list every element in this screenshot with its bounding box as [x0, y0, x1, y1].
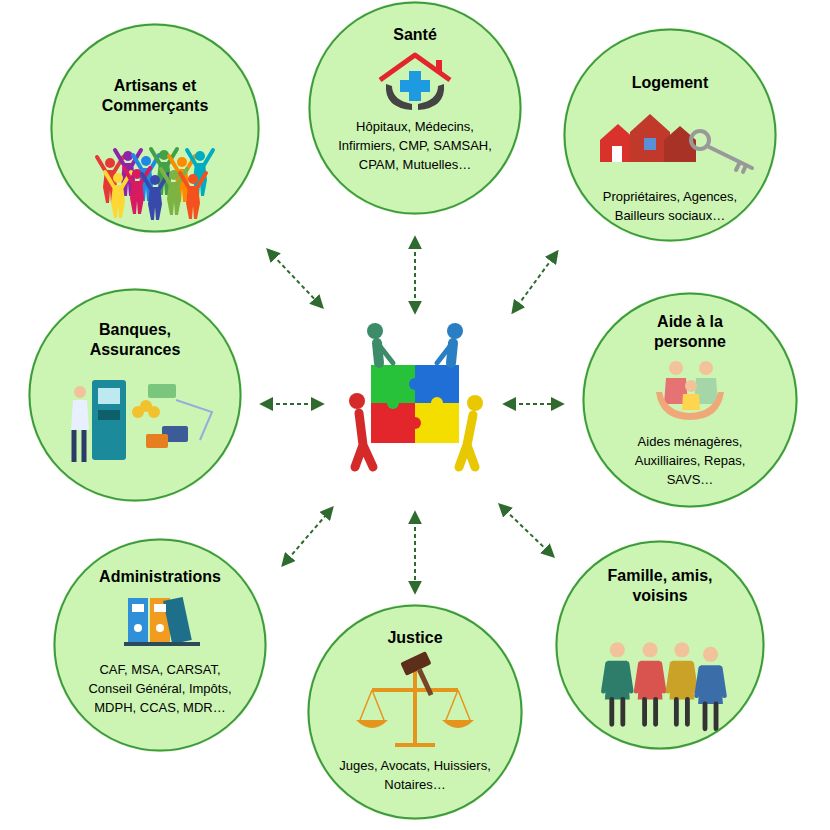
housing-icon: [600, 114, 752, 172]
health-icon: [380, 55, 450, 110]
circle-body: Juges, Avocats, Huissiers, Notaires…: [335, 756, 495, 794]
admin-circle: AdministrationsCAF, MSA, CARSAT, Conseil…: [53, 538, 267, 752]
trades-circle: Artisans et Commerçants: [50, 23, 260, 233]
family-icon: [604, 642, 725, 729]
bank-circle: Banques, Assurances: [28, 288, 242, 502]
bank-icon: [71, 380, 212, 462]
care-circle: Aide à la personneAides ménagères, Auxil…: [582, 292, 798, 508]
people-icon: [97, 149, 213, 220]
circle-body: Hôpitaux, Médecins, Infirmiers, CMP, SAM…: [329, 117, 501, 174]
care-icon: [656, 361, 724, 420]
circle-title: Artisans et Commerçants: [70, 76, 240, 116]
family-circle: Famille, amis, voisins: [555, 540, 765, 750]
circle-title: Santé: [340, 25, 490, 45]
circle-title: Banques, Assurances: [55, 320, 215, 360]
justice-circle: JusticeJuges, Avocats, Huissiers, Notair…: [307, 604, 523, 820]
circle-outline: [28, 288, 242, 502]
circle-ground: [28, 1, 798, 820]
puzzle-illustration: [349, 323, 483, 467]
justice-icon: [356, 651, 474, 745]
circle-body: Aides ménagères, Auxilliaires, Repas, SA…: [620, 432, 760, 489]
circle-body: Propriétaires, Agences, Bailleurs sociau…: [590, 187, 750, 225]
circle-title: Famille, amis, voisins: [590, 566, 730, 606]
circle-title: Justice: [340, 628, 490, 648]
link-arrow: [262, 238, 562, 592]
binders-icon: [124, 597, 200, 646]
circle-body: CAF, MSA, CARSAT, Conseil Général, Impôt…: [82, 660, 238, 717]
circle-title: Logement: [595, 73, 745, 93]
housing-circle: LogementPropriétaires, Agences, Bailleur…: [563, 28, 777, 242]
circle-outline: [50, 23, 260, 233]
health-circle: SantéHôpitaux, Médecins, Infirmiers, CMP…: [308, 1, 522, 215]
circle-title: Aide à la personne: [625, 312, 755, 352]
circle-title: Administrations: [75, 567, 245, 587]
